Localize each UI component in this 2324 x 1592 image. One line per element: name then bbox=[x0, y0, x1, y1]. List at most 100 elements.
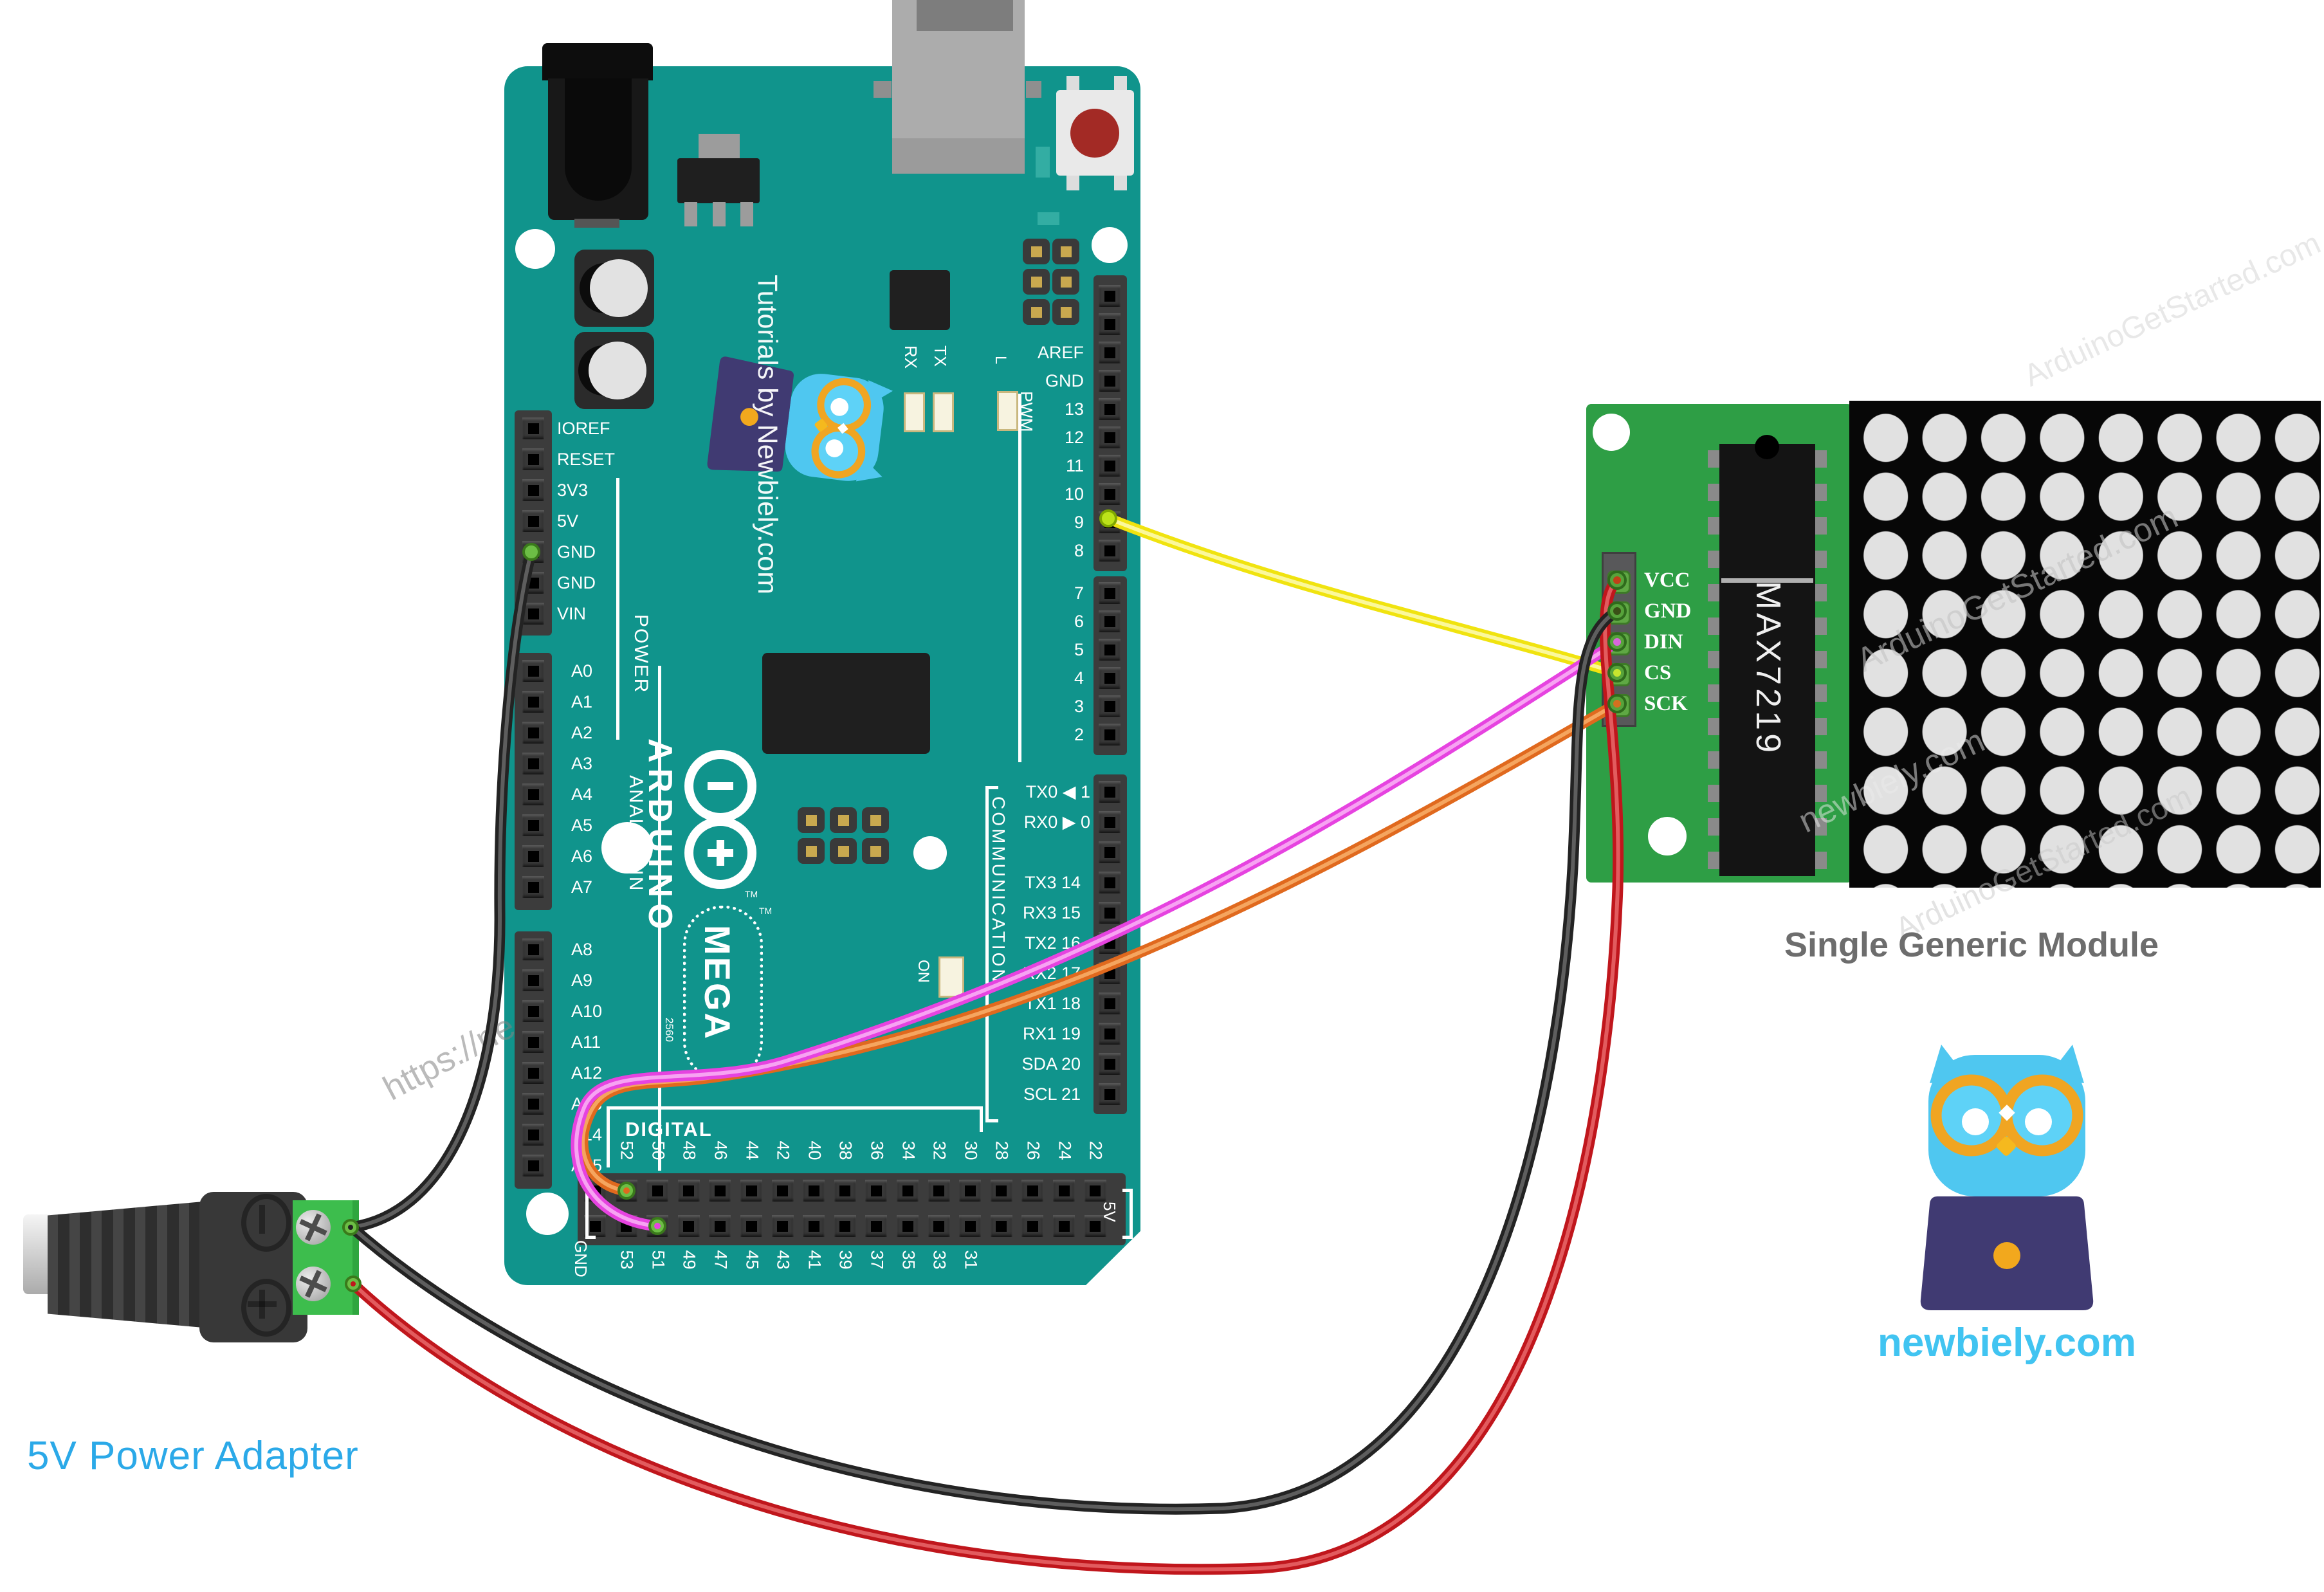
board-owl-logo bbox=[693, 335, 897, 509]
corner-watermark: ArduinoGetStarted.com bbox=[2018, 226, 2324, 394]
pin-label-a11: A11 bbox=[571, 1032, 601, 1052]
adapter-caption: 5V Power Adapter bbox=[27, 1434, 359, 1478]
adapter-plug-tip bbox=[23, 1214, 50, 1294]
icsp-pin bbox=[1023, 239, 1050, 264]
max7219-ic-notch bbox=[1755, 435, 1779, 459]
icsp-pin bbox=[830, 838, 857, 864]
reset-button-nub bbox=[1066, 76, 1079, 93]
pin-label-gnd: GND bbox=[557, 542, 596, 562]
section-power: POWER bbox=[630, 614, 652, 694]
max7219-ic bbox=[1719, 444, 1815, 876]
module-pin[interactable] bbox=[1607, 663, 1631, 686]
pin-label-scl: SCL 21 bbox=[1023, 1084, 1081, 1104]
digital-bracket bbox=[607, 1106, 983, 1110]
site-link[interactable]: newbiely.com bbox=[1878, 1321, 2136, 1365]
module-pin[interactable] bbox=[1607, 632, 1631, 655]
mounting-hole bbox=[515, 229, 555, 269]
header-bracket-left bbox=[585, 1236, 596, 1239]
arduino-wordmark: ARDUINO bbox=[641, 738, 679, 935]
usb-tab-left bbox=[874, 81, 892, 98]
adapter-plus-bar-h bbox=[248, 1301, 277, 1307]
pin-label-a15: A15 bbox=[571, 1156, 603, 1175]
tx-label: TX bbox=[931, 345, 950, 367]
regulator-tab bbox=[699, 134, 740, 160]
newbiely-owl-logo bbox=[1891, 1043, 2123, 1326]
pin-label-aref: AREF bbox=[1037, 343, 1084, 362]
reset-button-nub bbox=[1114, 76, 1127, 93]
mega-capsule bbox=[683, 906, 763, 1081]
adapter-terminal-screw[interactable] bbox=[296, 1267, 331, 1301]
adapter-minus-symbol bbox=[241, 1194, 291, 1252]
pin-label-a9: A9 bbox=[571, 971, 593, 990]
pin-label-a4: A4 bbox=[571, 785, 593, 804]
led-matrix-dots bbox=[1856, 408, 2324, 888]
icsp-pin bbox=[798, 807, 825, 833]
pin-label-a5: A5 bbox=[571, 816, 593, 835]
adapter-terminal-screw[interactable] bbox=[296, 1210, 331, 1245]
pin-label-5: 5 bbox=[1074, 640, 1084, 659]
header-bracket-right bbox=[1122, 1236, 1133, 1239]
icsp-pin bbox=[1023, 269, 1050, 295]
cs-wire[interactable] bbox=[1103, 513, 1623, 679]
icsp-pin bbox=[862, 838, 889, 864]
pin-label-gnd: GND bbox=[557, 573, 596, 592]
pin-label-a8: A8 bbox=[571, 940, 593, 959]
pin-label-3v3: 3V3 bbox=[557, 480, 589, 500]
header-bracket-left bbox=[585, 1189, 589, 1239]
usb-connector-lip bbox=[892, 138, 1025, 174]
header-bracket-right bbox=[1130, 1189, 1133, 1239]
module-pin[interactable] bbox=[1607, 601, 1631, 625]
adapter-barrel bbox=[48, 1202, 203, 1328]
usb-cable bbox=[917, 0, 1013, 31]
max7219-ic-stripe bbox=[1721, 578, 1813, 583]
icsp2-header bbox=[798, 807, 892, 868]
module-hole bbox=[1648, 817, 1687, 855]
capacitor-top bbox=[589, 342, 646, 399]
board-watermark: https://ne bbox=[376, 1007, 522, 1108]
pin-label-12: 12 bbox=[1064, 428, 1084, 447]
pin-label-8: 8 bbox=[1074, 541, 1084, 560]
regulator-body bbox=[677, 158, 760, 203]
capacitor-top bbox=[590, 259, 648, 317]
module-pin[interactable] bbox=[1607, 571, 1631, 594]
reset-button-cap[interactable] bbox=[1070, 109, 1119, 158]
pin-label-gnd-r: GND bbox=[1045, 371, 1084, 390]
module-pin-label-cs: CS bbox=[1644, 661, 1672, 684]
reset-button-nub bbox=[1114, 174, 1127, 190]
pin-label-5v: 5V bbox=[557, 511, 579, 531]
pin-label-4: 4 bbox=[1074, 668, 1084, 688]
icsp-pin bbox=[1023, 299, 1050, 325]
module-pin-label-vcc: VCC bbox=[1644, 569, 1690, 592]
pin-label-tx2: TX2 16 bbox=[1024, 933, 1081, 953]
pin-label-7: 7 bbox=[1074, 583, 1084, 603]
pin-label-vin: VIN bbox=[557, 604, 587, 623]
label-gnd-corner: GND bbox=[571, 1240, 590, 1277]
icsp-pin bbox=[862, 807, 889, 833]
mounting-hole bbox=[526, 1193, 569, 1235]
rx-led bbox=[904, 392, 925, 432]
dc-jack-cap bbox=[542, 43, 653, 80]
dc-jack-inner bbox=[565, 78, 632, 201]
pin-label-sda: SDA 20 bbox=[1021, 1054, 1081, 1074]
pin-label-a10: A10 bbox=[571, 1002, 603, 1021]
module-pin[interactable] bbox=[1607, 694, 1631, 717]
pin-label-2: 2 bbox=[1074, 725, 1084, 744]
pin-label-a2: A2 bbox=[571, 723, 593, 742]
pin-label-rx2: RX2 17 bbox=[1022, 964, 1081, 983]
regulator-leg bbox=[740, 202, 753, 226]
teal-mark bbox=[1036, 147, 1050, 178]
icsp-pin bbox=[830, 807, 857, 833]
label-5v-corner: 5V bbox=[1100, 1202, 1119, 1222]
pin-label-a6: A6 bbox=[571, 846, 593, 866]
usb-tab-right bbox=[1026, 81, 1041, 98]
pin-label-a7: A7 bbox=[571, 877, 593, 897]
pin-label-ioref: IOREF bbox=[557, 419, 610, 438]
tm-mark: TM bbox=[759, 906, 773, 916]
pin-label-a0: A0 bbox=[571, 661, 593, 681]
module-caption: Single Generic Module bbox=[1784, 926, 2159, 964]
pin-label-a1: A1 bbox=[571, 692, 593, 711]
pin-label-10: 10 bbox=[1064, 484, 1084, 504]
